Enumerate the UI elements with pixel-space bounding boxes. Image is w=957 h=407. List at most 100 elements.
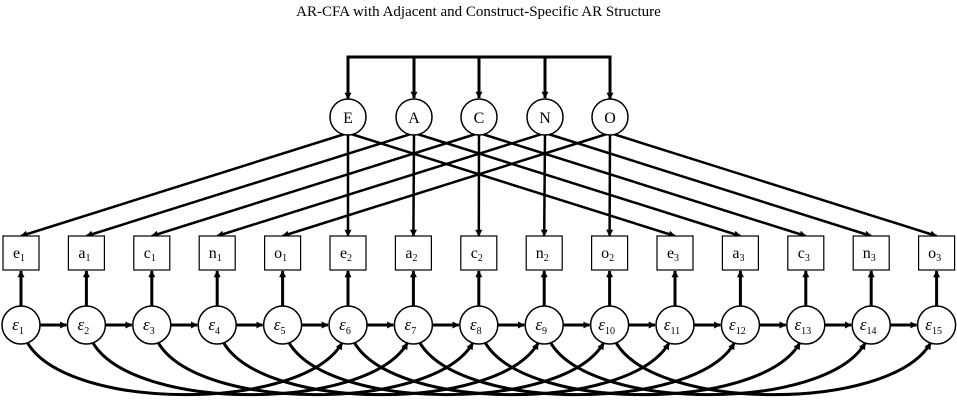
error-node: ε7 bbox=[393, 305, 434, 345]
error-circle bbox=[197, 305, 237, 345]
factor-node: C bbox=[460, 98, 498, 136]
error-circle bbox=[655, 305, 695, 345]
factor-loading-arrow bbox=[544, 131, 872, 238]
error-circle bbox=[916, 305, 957, 345]
factor-loading-arrow bbox=[478, 131, 807, 238]
error-label: ε2 bbox=[78, 315, 90, 337]
factor-loading-arrow bbox=[85, 131, 415, 238]
indicator-box bbox=[656, 235, 694, 271]
error-node: ε15 bbox=[916, 305, 957, 345]
error-label: ε8 bbox=[470, 315, 482, 337]
factor-loading-arrow bbox=[216, 131, 546, 238]
indicator-node: a3 bbox=[721, 235, 760, 271]
indicator-box bbox=[721, 235, 760, 271]
factor-circle bbox=[526, 98, 564, 136]
construct-ar-curve bbox=[418, 341, 736, 397]
error-node: ε13 bbox=[786, 305, 826, 345]
error-label: ε5 bbox=[274, 315, 286, 337]
error-label: ε13 bbox=[794, 315, 811, 337]
indicator-label: a2 bbox=[405, 245, 417, 264]
error-circle bbox=[132, 305, 172, 345]
indicator-node: c3 bbox=[787, 235, 825, 271]
indicator-node: a2 bbox=[394, 235, 432, 271]
indicator-node: o1 bbox=[264, 235, 302, 271]
indicator-label: e3 bbox=[667, 245, 679, 264]
indicator-box bbox=[590, 235, 629, 271]
indicator-node: e2 bbox=[329, 235, 367, 271]
indicator-box bbox=[264, 235, 302, 271]
error-circle bbox=[786, 305, 826, 345]
error-circle bbox=[1, 305, 41, 345]
indicator-node: a1 bbox=[67, 235, 106, 271]
indicator-box bbox=[67, 235, 106, 271]
factor-circle bbox=[460, 98, 498, 136]
error-node: ε12 bbox=[720, 305, 761, 345]
factor-label: O bbox=[604, 110, 616, 127]
factor-circle bbox=[591, 98, 629, 136]
factor-loading-arrow bbox=[540, 132, 548, 237]
error-node: ε11 bbox=[655, 305, 695, 345]
indicator-node: o2 bbox=[590, 235, 629, 271]
error-node: ε3 bbox=[132, 305, 172, 345]
error-label: ε3 bbox=[143, 315, 155, 337]
factor-node: A bbox=[395, 98, 433, 136]
factor-label: C bbox=[474, 110, 485, 127]
error-label: ε14 bbox=[860, 315, 877, 337]
error-label: ε15 bbox=[925, 315, 942, 337]
error-circle bbox=[66, 305, 107, 345]
error-circle bbox=[589, 305, 630, 345]
error-label: ε1 bbox=[12, 315, 24, 337]
factor-circle bbox=[395, 98, 433, 136]
indicator-box bbox=[394, 235, 432, 271]
error-circle bbox=[328, 305, 368, 345]
indicator-label: a1 bbox=[78, 245, 90, 264]
error-circle bbox=[851, 305, 891, 345]
factor-loading-arrow bbox=[347, 131, 676, 238]
factor-loading-arrow bbox=[281, 131, 611, 238]
error-node: ε9 bbox=[524, 305, 564, 345]
indicator-label: a3 bbox=[732, 245, 744, 264]
error-circle bbox=[262, 305, 303, 345]
indicator-label: c1 bbox=[144, 245, 156, 264]
error-label: ε12 bbox=[729, 315, 746, 337]
factor-loading-arrow bbox=[413, 131, 742, 238]
indicator-label: n2 bbox=[536, 245, 549, 264]
construct-ar-curve bbox=[483, 341, 802, 397]
error-label: ε6 bbox=[339, 315, 351, 337]
factor-node: N bbox=[526, 98, 564, 136]
indicator-label: e2 bbox=[340, 245, 352, 264]
error-label: ε9 bbox=[535, 315, 547, 337]
indicator-label: e1 bbox=[13, 245, 25, 264]
error-label: ε4 bbox=[208, 315, 220, 337]
indicator-box bbox=[2, 235, 40, 271]
error-label: ε10 bbox=[598, 315, 615, 337]
error-node: ε8 bbox=[459, 305, 499, 345]
indicator-box bbox=[787, 235, 825, 271]
factor-loading-arrow bbox=[20, 131, 349, 238]
indicator-label: o1 bbox=[274, 245, 287, 264]
indicator-box bbox=[852, 235, 890, 271]
factor-label: A bbox=[408, 110, 420, 127]
indicator-box bbox=[460, 235, 498, 271]
factor-circle bbox=[329, 98, 367, 136]
indicator-node: n2 bbox=[525, 235, 563, 271]
error-node: ε14 bbox=[851, 305, 891, 345]
construct-ar-curve bbox=[548, 341, 867, 397]
error-circle bbox=[393, 305, 434, 345]
indicator-node: e1 bbox=[2, 235, 40, 271]
indicator-node: c2 bbox=[460, 235, 498, 271]
indicator-box bbox=[525, 235, 563, 271]
error-node: ε10 bbox=[589, 305, 630, 345]
indicator-node: e3 bbox=[656, 235, 694, 271]
indicator-label: n1 bbox=[209, 245, 222, 264]
error-node: ε5 bbox=[262, 305, 303, 345]
error-circle bbox=[459, 305, 499, 345]
factor-node: O bbox=[591, 98, 629, 136]
factor-node: E bbox=[329, 98, 367, 136]
error-label: ε7 bbox=[405, 315, 417, 337]
indicator-node: o3 bbox=[917, 235, 956, 271]
indicator-node: c1 bbox=[133, 235, 171, 271]
diagram-title: AR-CFA with Adjacent and Construct-Speci… bbox=[296, 4, 661, 20]
indicator-box bbox=[133, 235, 171, 271]
error-node: ε2 bbox=[66, 305, 107, 345]
